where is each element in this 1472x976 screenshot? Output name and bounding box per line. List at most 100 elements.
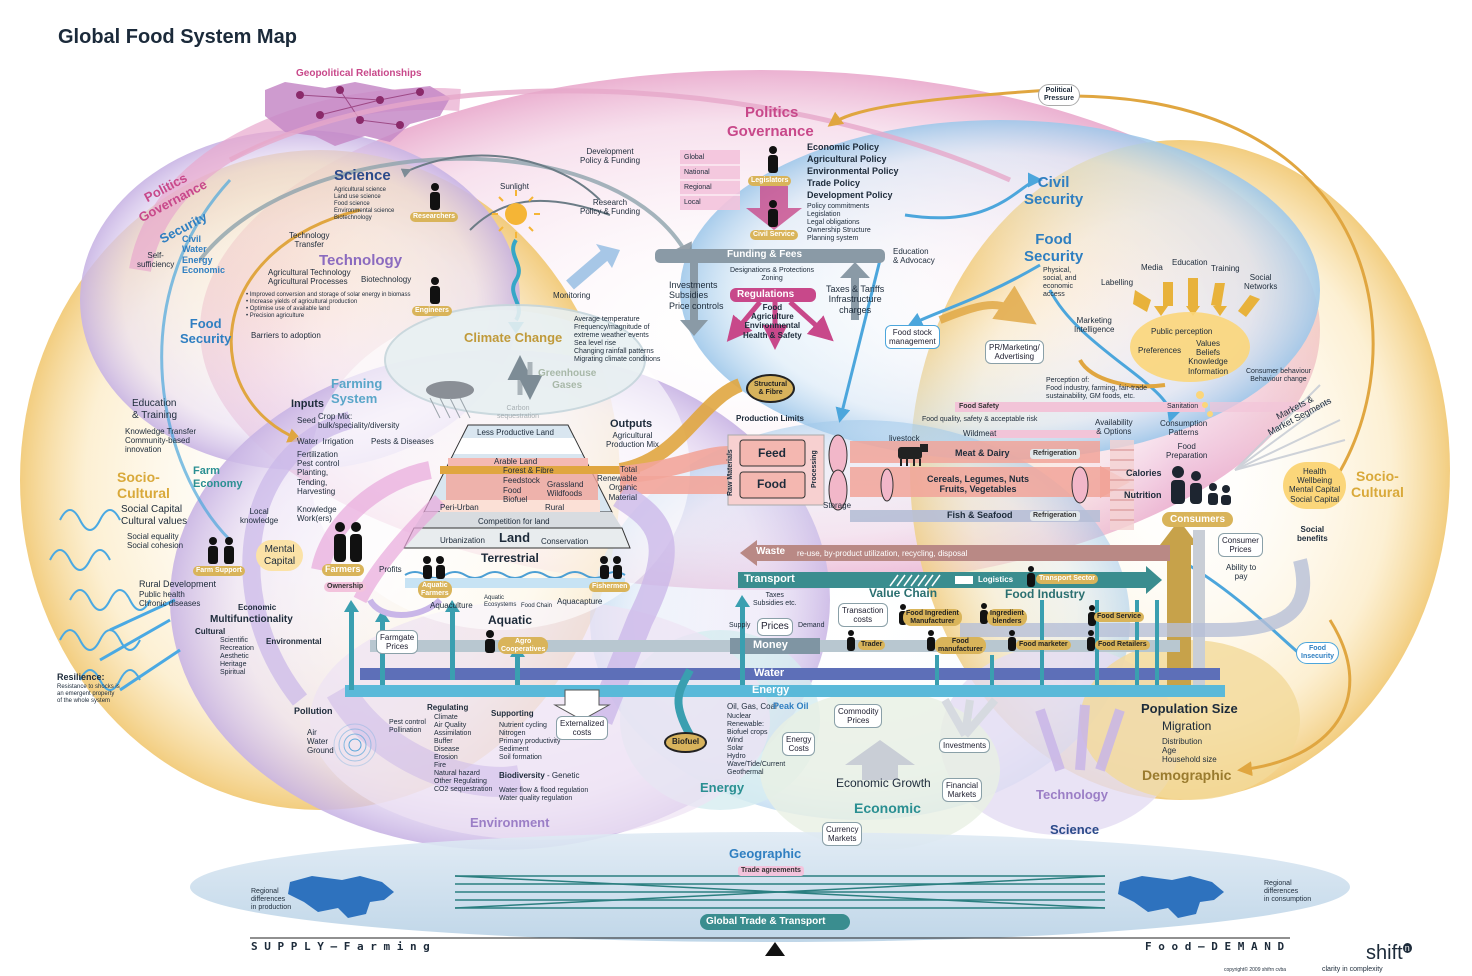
urbanization-label: Urbanization	[440, 536, 485, 545]
pest-control-label: Pest control Pollination	[389, 719, 426, 735]
food-retailers-tag: Food Retailers	[1095, 640, 1150, 650]
technology-items: Agricultural Technology Agricultural Pro…	[268, 268, 351, 287]
investments-label: Investments Subsidies Price controls	[669, 280, 724, 311]
food-quality-label: Food quality, safety & acceptable risk	[922, 416, 1038, 423]
climate-change-items: Average temperature Frequency/magnitude …	[574, 316, 661, 364]
cereals-label: Cereals, Legumes, Nuts Fruits, Vegetable…	[927, 474, 1030, 495]
rural-development-items: Public health Chronic diseases	[139, 590, 201, 609]
food-security-left-title: Food Security	[180, 316, 232, 346]
geopolitical-label: Geopolitical Relationships	[296, 68, 422, 79]
food-label: Food	[757, 477, 787, 491]
farmers-people-icon	[331, 522, 365, 569]
values-beliefs-label: Values Beliefs Knowledge Information	[1188, 339, 1229, 376]
pollution-label: Pollution	[294, 706, 333, 716]
security-items: Civil Water Energy Economic	[182, 234, 226, 276]
shift-logo-badge: n	[1402, 943, 1412, 954]
regulating-items: Climate Air Quality Assimilation Buffer …	[434, 714, 493, 794]
farming-practices: Fertilization Pest control Planting, Ten…	[297, 450, 340, 496]
biofuel-oval: Biofuel	[664, 732, 708, 753]
forest-fibre-label: Forest & Fibre	[503, 466, 554, 475]
preferences-label: Preferences	[1138, 346, 1182, 355]
local-knowledge-label: Local knowledge	[240, 507, 279, 526]
commodity-prices-box: Commodity Prices	[834, 704, 883, 729]
sunlight-label: Sunlight	[500, 182, 529, 191]
science-title: Science	[334, 167, 391, 184]
researcher-person-icon	[428, 183, 442, 216]
consumer-prices-box: Consumer Prices	[1218, 533, 1263, 558]
energy-costs-box: Energy Costs	[782, 732, 816, 757]
environment-title: Environment	[470, 815, 550, 830]
education-label: Education	[1172, 258, 1208, 267]
food-chain-label: Food Chain	[521, 603, 553, 609]
mental-capital-bubble: Mental Capital	[256, 540, 304, 571]
outputs-label: Outputs	[610, 418, 653, 430]
geographic-title: Geographic	[729, 846, 802, 861]
marketing-intelligence-label: Marketing Intelligence	[1074, 316, 1115, 335]
biodiversity-sub: - Genetic	[544, 771, 580, 780]
civil-servant-person-icon	[766, 200, 780, 233]
food-safety-tag: Food Safety	[956, 402, 1003, 412]
regulations-label: Regulations	[737, 289, 795, 300]
food-service-tag: Food Service	[1094, 612, 1144, 622]
food-manufacturer-person-icon	[926, 630, 936, 657]
nutrition-label: Nutrition	[1124, 490, 1162, 500]
logistics-label: Logistics	[978, 575, 1014, 584]
energy-sources: Nuclear Renewable: Biofuel crops Wind So…	[727, 713, 786, 777]
level-local: Local	[684, 199, 701, 206]
farmers-tag: Farmers	[322, 564, 364, 576]
arable-land-label: Arable Land	[494, 457, 538, 466]
socio-cultural-right-title: Socio- Cultural	[1351, 468, 1404, 501]
science-items: Agricultural science Land use science Fo…	[334, 187, 395, 221]
aquaculture-label: Aquaculture	[430, 601, 473, 610]
transport-sector-person-icon	[1026, 566, 1036, 593]
ingredient-blenders-tag: Ingredient blenders	[987, 609, 1027, 627]
money-label: Money	[753, 639, 788, 651]
food-preparation-label: Food Preparation	[1166, 442, 1208, 461]
barriers-to-adoption-label: Barriers to adoption	[251, 331, 321, 340]
demand-label: Demand	[798, 622, 825, 629]
rural-development-label: Rural Development	[139, 579, 217, 589]
regional-production-label: Regional differences in production	[251, 888, 292, 912]
output-items: Total Renewable Organic Material	[597, 465, 638, 502]
governance-title: Governance	[727, 123, 814, 140]
regulation-items: Food Agriculture Environmental Health & …	[743, 303, 802, 340]
investments-box: Investments	[939, 738, 991, 754]
supporting-items: Nutrient cycling Nitrogen Primary produc…	[499, 722, 561, 762]
fishermen-tag: Fishermen	[589, 582, 631, 592]
wildmeat-label: Wildmeat	[963, 429, 997, 438]
policy-agricultural: Agricultural Policy	[807, 154, 887, 164]
technology-title: Technology	[319, 252, 403, 269]
food-marketer-person-icon	[1007, 630, 1017, 657]
social-capital-label: Social Capital Cultural values	[121, 504, 188, 527]
copyright: copyright© 2009 shifrn cvba	[1224, 967, 1287, 973]
pollution-items: Air Water Ground	[307, 728, 334, 756]
consumers-tag: Consumers	[1162, 512, 1234, 527]
farming-system-title: Farming System	[331, 376, 383, 406]
taxes-tariffs-label: Taxes & Tariffs Infrastructure charges	[826, 284, 885, 315]
biodiversity-row: Biodiversity - Genetic	[499, 771, 579, 780]
population-size-label: Population Size	[1141, 701, 1238, 716]
financial-markets-box: Financial Markets	[942, 778, 983, 803]
civil-service-tag: Civil Service	[750, 230, 798, 240]
technology-bottom-title: Technology	[1036, 787, 1108, 802]
fishermen-icon	[598, 556, 624, 585]
storage-label: Storage	[823, 501, 852, 510]
food-stock-management-box: Food stock management	[885, 325, 940, 350]
labelling-label: Labelling	[1101, 278, 1134, 287]
economic-mf-label: Economic	[238, 603, 277, 612]
pr-marketing-box: PR/Marketing/ Advertising	[985, 340, 1044, 365]
sanitation-label: Sanitation	[1167, 403, 1199, 410]
water-label: Water	[754, 667, 785, 679]
multifunctionality-label: Multifunctionality	[210, 614, 293, 625]
structural-fibre-oval: Structural & Fibre	[746, 374, 796, 404]
shift-logo-text: shift	[1366, 942, 1403, 964]
externalized-costs-box: Externalized costs	[556, 716, 609, 741]
aquatic-farmers-icon	[421, 556, 447, 585]
meat-dairy-label: Meat & Dairy	[955, 448, 1010, 458]
economic-growth-label: Economic Growth	[836, 776, 931, 790]
biotechnology-label: Biotechnology	[361, 275, 412, 284]
agro-cooperatives-icon	[484, 630, 496, 659]
public-perception-label: Public perception	[1151, 327, 1213, 336]
food-demand-label: F o o d – D E M A N D	[1145, 940, 1285, 953]
